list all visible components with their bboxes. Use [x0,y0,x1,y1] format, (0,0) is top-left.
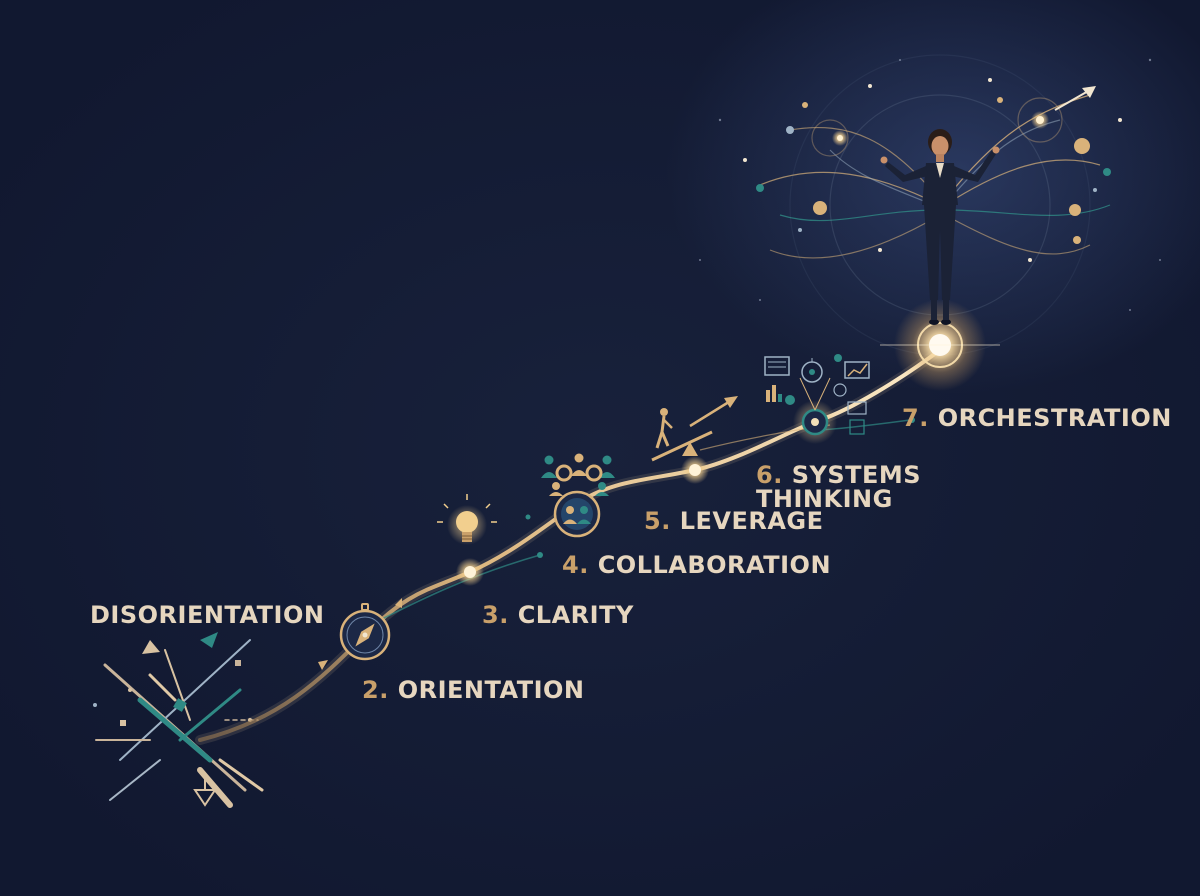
background-stars [699,58,1161,311]
label-collaboration: 4. COLLABORATION [562,551,832,579]
lightbulb-icon [437,494,497,545]
label-orientation: 2. ORIENTATION [362,676,585,704]
label-orchestration: 7. ORCHESTRATION [902,404,1172,432]
label-disorientation: DISORIENTATION [90,601,325,629]
person-on-lever-icon [651,396,738,462]
dashboard-icon [764,354,870,444]
woman-conductor-icon [880,129,1000,325]
label-leverage: 5. LEVERAGE [644,507,824,535]
label-clarity: 3. CLARITY [482,601,634,629]
sparkle-dots [743,78,1122,262]
label-systems-thinking: 6. SYSTEMS THINKING [756,461,922,513]
people-network-icon [525,453,615,538]
scattered-shapes-icon [93,632,264,808]
compass-icon [318,598,402,670]
